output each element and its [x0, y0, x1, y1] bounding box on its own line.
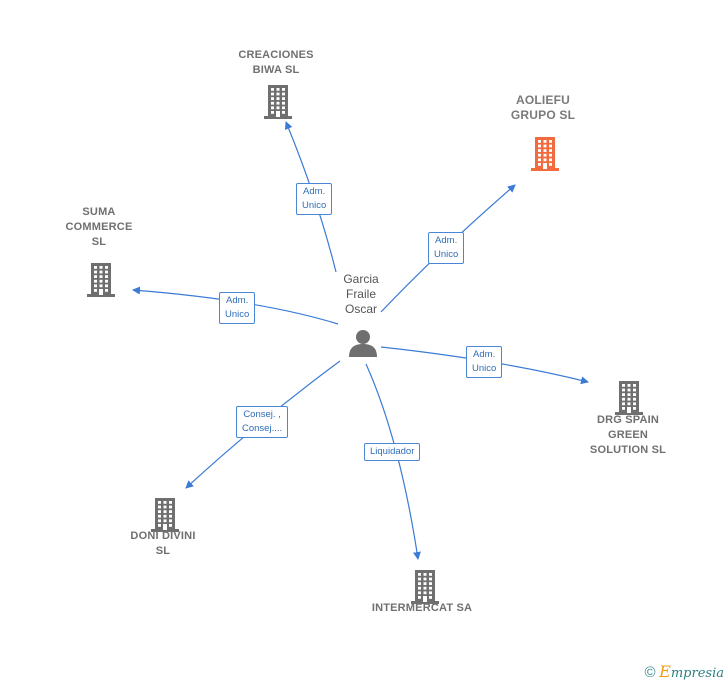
- relation-label-suma[interactable]: Adm. Unico: [219, 292, 256, 324]
- company-name-aoliefu[interactable]: AOLIEFU GRUPO SL: [510, 93, 576, 122]
- relation-label-drg[interactable]: Adm. Unico: [466, 346, 503, 378]
- building-icon[interactable]: [262, 83, 294, 124]
- relation-label-doni[interactable]: Consej. , Consej....: [236, 406, 289, 438]
- company-name-drg[interactable]: DRG SPAIN GREEN SOLUTION SL: [589, 414, 667, 456]
- company-name-intermercat[interactable]: INTERMERCAT SA: [371, 602, 473, 614]
- building-icon[interactable]: [149, 496, 181, 537]
- company-name-doni[interactable]: DONI DIVINI SL: [130, 530, 196, 557]
- building-icon[interactable]: [85, 261, 117, 302]
- relation-label-intermercat[interactable]: Liquidador: [364, 443, 421, 461]
- empresia-logo: © Empresia: [644, 662, 724, 681]
- relation-edge-intermercat: [365, 363, 421, 560]
- building-icon[interactable]: [529, 135, 561, 176]
- person-name[interactable]: Garcia Fraile Oscar: [343, 272, 379, 316]
- company-name-suma[interactable]: SUMA COMMERCE SL: [65, 206, 133, 248]
- relation-label-aoliefu[interactable]: Adm. Unico: [428, 232, 465, 264]
- relation-label-creaciones[interactable]: Adm. Unico: [296, 183, 333, 215]
- building-icon[interactable]: [613, 379, 645, 420]
- person-icon[interactable]: [347, 327, 379, 364]
- building-icon[interactable]: [409, 568, 441, 609]
- copyright-icon: ©: [644, 664, 656, 681]
- company-name-creaciones[interactable]: CREACIONES BIWA SL: [238, 49, 314, 76]
